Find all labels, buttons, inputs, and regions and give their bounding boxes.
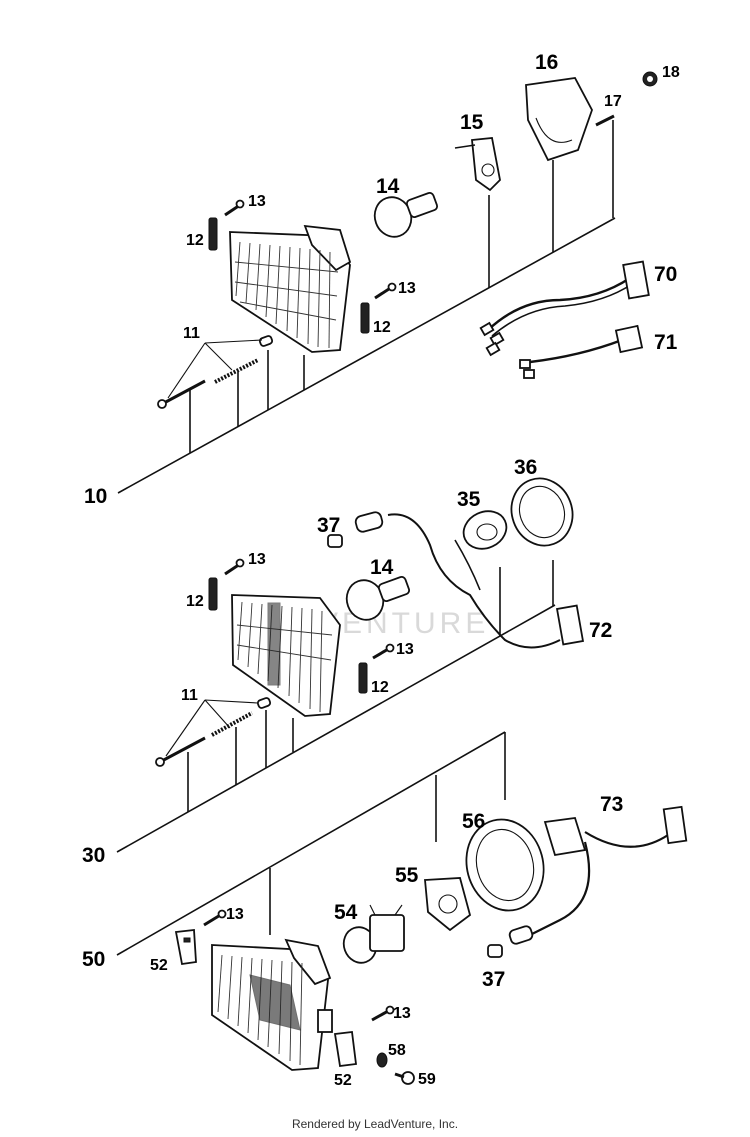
label-13b: 13: [398, 280, 416, 297]
label-59: 59: [418, 1071, 436, 1088]
label-52b: 52: [334, 1072, 352, 1089]
label-12a: 12: [186, 232, 204, 249]
label-58: 58: [388, 1042, 406, 1059]
ring-36: [510, 477, 574, 547]
assembly-10: 10 11 12 13 13 12 14 15 16 17 18 70 71: [84, 51, 680, 508]
label-11b: 11: [181, 687, 198, 704]
screw-59: [394, 1071, 415, 1085]
label-30: 30: [82, 844, 105, 867]
label-14a: 14: [376, 175, 400, 198]
spring-58: [376, 1052, 388, 1068]
bulb-14a: [373, 191, 439, 238]
harness-72: [555, 604, 585, 646]
bracket-15: [454, 137, 501, 192]
headlight-housing-3: [211, 938, 333, 1071]
bulb-37b: [487, 944, 503, 958]
label-14b: 14: [370, 556, 394, 579]
clip-12a: [208, 217, 218, 251]
label-55: 55: [395, 864, 419, 887]
harness-70: [479, 260, 650, 357]
harness-71: [519, 324, 644, 379]
footer-credit: Rendered by LeadVenture, Inc.: [291, 1117, 459, 1131]
label-10: 10: [84, 485, 107, 508]
label-50: 50: [82, 948, 105, 971]
label-52a: 52: [150, 957, 168, 974]
clip-12b: [360, 302, 370, 334]
label-17: 17: [604, 93, 622, 110]
bracket-52a: [174, 929, 197, 966]
adjusting-screw-11b: [155, 697, 272, 767]
clip-12d: [358, 662, 368, 694]
clip-12c: [208, 577, 218, 611]
label-12d: 12: [371, 679, 389, 696]
label-72: 72: [589, 619, 612, 642]
label-12b: 12: [373, 319, 391, 336]
label-13e: 13: [226, 906, 244, 923]
socket-35: [462, 510, 508, 550]
label-37a: 37: [317, 514, 340, 537]
watermark: VENTURE: [318, 607, 489, 640]
cover-16: [525, 77, 593, 162]
adjusting-screw-11: [157, 335, 274, 409]
label-54: 54: [334, 901, 358, 924]
assembly-50: 50 13 52 13 52 58 59 54 55 56 37 73: [82, 731, 688, 1089]
assembly-30: 30 11 12 13 13 12 14 37 35 36 72: [82, 456, 612, 867]
headlight-housing-1: [229, 224, 352, 353]
label-13c: 13: [248, 551, 266, 568]
label-70: 70: [654, 263, 677, 286]
retainer-55: [424, 877, 472, 932]
ring-56: [465, 818, 545, 912]
bulb-37a: [327, 511, 384, 548]
label-16: 16: [535, 51, 558, 74]
screw-17: [595, 114, 615, 127]
label-18: 18: [662, 64, 680, 81]
label-71: 71: [654, 331, 678, 354]
bulb-54: [342, 904, 405, 964]
headlight-housing-2: [231, 594, 341, 717]
label-12c: 12: [186, 593, 204, 610]
label-11a: 11: [183, 325, 200, 342]
label-56: 56: [462, 810, 485, 833]
label-36: 36: [514, 456, 537, 479]
label-15: 15: [460, 111, 484, 134]
label-13f: 13: [393, 1005, 411, 1022]
harness-73: [508, 805, 688, 945]
label-37b: 37: [482, 968, 505, 991]
label-13d: 13: [396, 641, 414, 658]
bracket-52b: [333, 1031, 358, 1068]
label-73: 73: [600, 793, 623, 816]
label-13a: 13: [248, 193, 266, 210]
bulb-14b: [345, 575, 411, 621]
label-35: 35: [457, 488, 481, 511]
